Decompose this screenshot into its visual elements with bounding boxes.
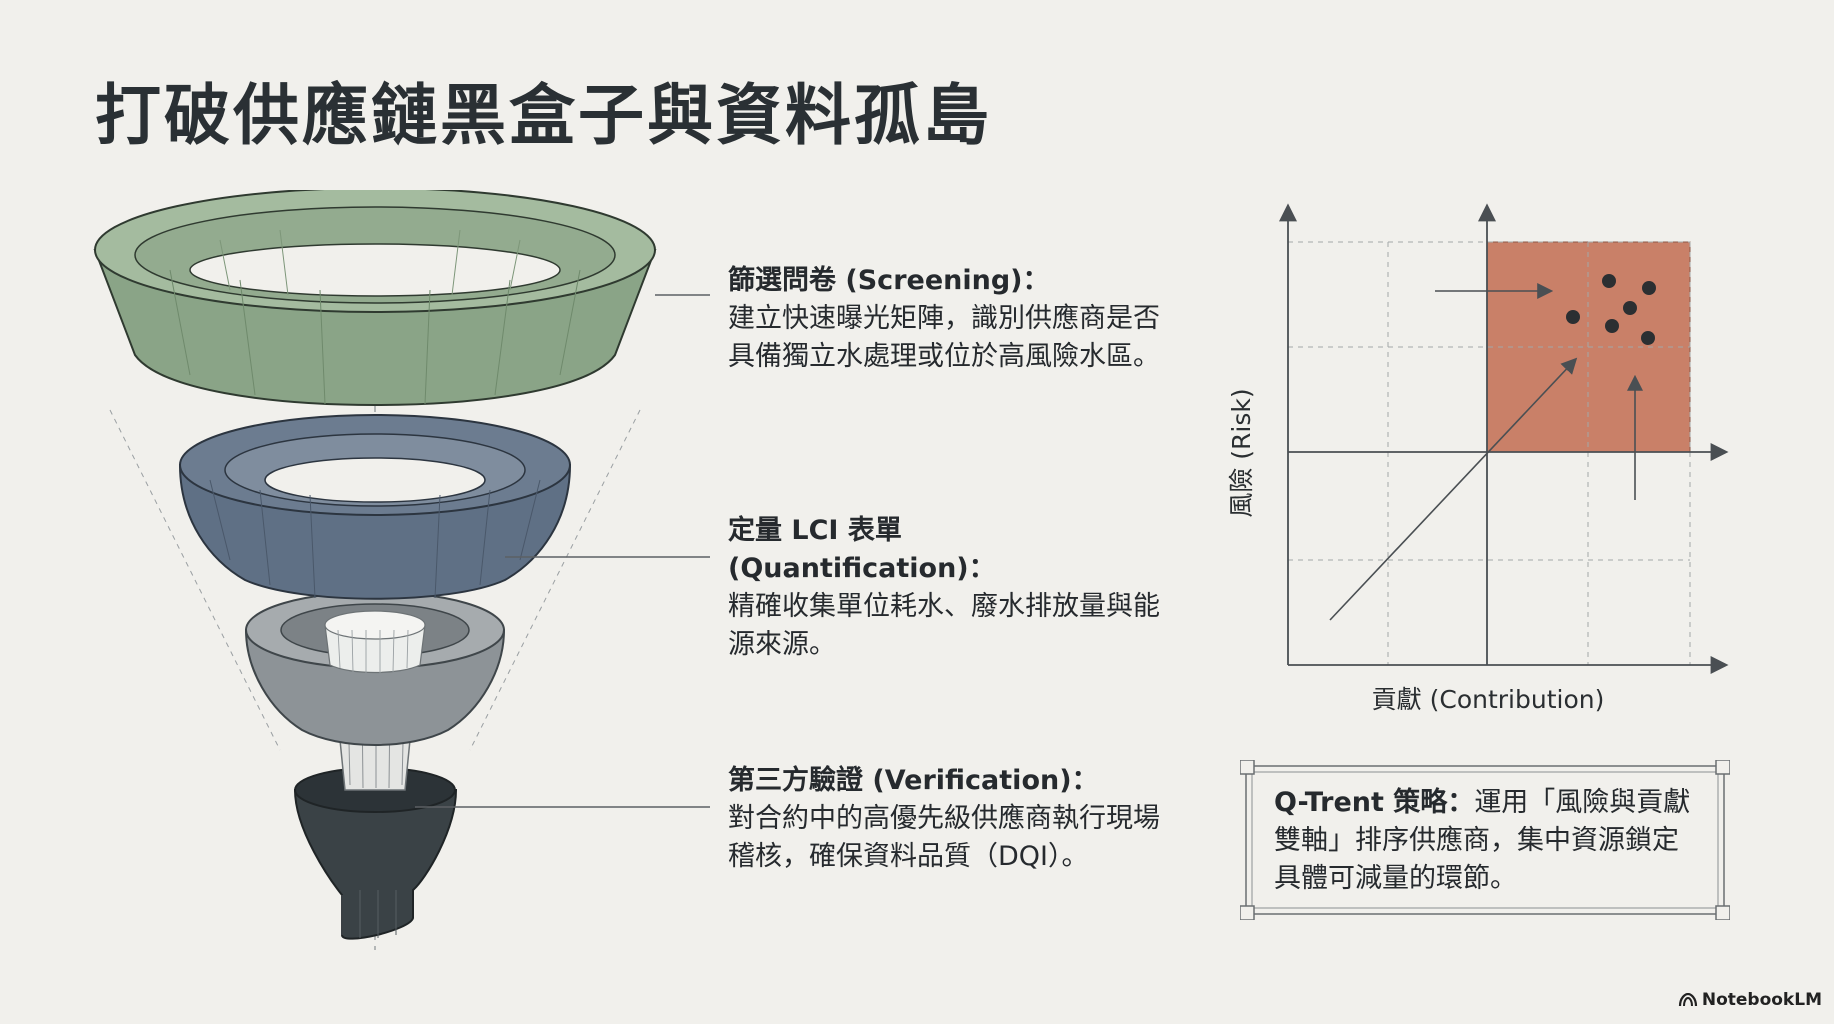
step-screening-desc: 建立快速曝光矩陣，識別供應商是否具備獨立水處理或位於高風險水區。 xyxy=(728,303,1160,372)
funnel-layer-screening xyxy=(93,190,657,407)
supplier-dot xyxy=(1602,274,1616,288)
qtrent-callout: Q-Trent 策略：運用「風險與貢獻雙軸」排序供應商，集中資源鎖定具體可減量的… xyxy=(1240,760,1730,920)
supplier-dot xyxy=(1641,331,1655,345)
callout-title: Q-Trent 策略： xyxy=(1274,787,1475,818)
callout-frame xyxy=(1240,760,1730,920)
step-verification: 第三方驗證 (Verification)： 對合約中的高優先級供應商執行現場稽核… xyxy=(728,762,1168,876)
step-screening-title: 篩選問卷 (Screening)： xyxy=(728,265,1050,296)
step-screening: 篩選問卷 (Screening)： 建立快速曝光矩陣，識別供應商是否具備獨立水處… xyxy=(728,262,1168,376)
y-axis-label: 風險 (Risk) xyxy=(1227,388,1256,517)
risk-contribution-matrix: 風險 (Risk) 貢獻 (Contribution) xyxy=(1227,203,1729,714)
supplier-dot xyxy=(1642,281,1656,295)
supplier-dot xyxy=(1623,301,1637,315)
step-verification-desc: 對合約中的高優先級供應商執行現場稽核，確保資料品質（DQI）。 xyxy=(728,803,1160,872)
step-quantification: 定量 LCI 表單 (Quantification)： 精確收集單位耗水、廢水排… xyxy=(728,512,1168,664)
x-axis-label: 貢獻 (Contribution) xyxy=(1372,685,1605,714)
notebooklm-logo-icon xyxy=(1678,993,1697,1007)
matrix-grid xyxy=(1288,241,1691,665)
step-quantification-title: 定量 LCI 表單 (Quantification)： xyxy=(728,515,996,584)
supplier-dots xyxy=(1566,274,1656,345)
supplier-dot xyxy=(1605,319,1619,333)
brand-name: NotebookLM xyxy=(1701,990,1822,1010)
callout-body: 運用「風險與貢獻雙軸」排序供應商，集中資源鎖定具體可減量的環節。 xyxy=(1274,787,1691,894)
funnel-layer-quantification xyxy=(178,414,572,600)
funnel-illustration xyxy=(93,190,710,950)
step-quantification-desc: 精確收集單位耗水、廢水排放量與能源來源。 xyxy=(728,591,1160,660)
step-verification-title: 第三方驗證 (Verification)： xyxy=(728,765,1099,796)
supplier-dot xyxy=(1566,310,1580,324)
page-title: 打破供應鏈黑盒子與資料孤島 xyxy=(95,77,992,154)
diagonal-arrow xyxy=(1329,357,1578,621)
funnel-layer-grey-ring xyxy=(244,591,506,746)
brand-watermark: NotebookLM xyxy=(1678,990,1822,1010)
funnel-layer-verification xyxy=(293,767,458,940)
